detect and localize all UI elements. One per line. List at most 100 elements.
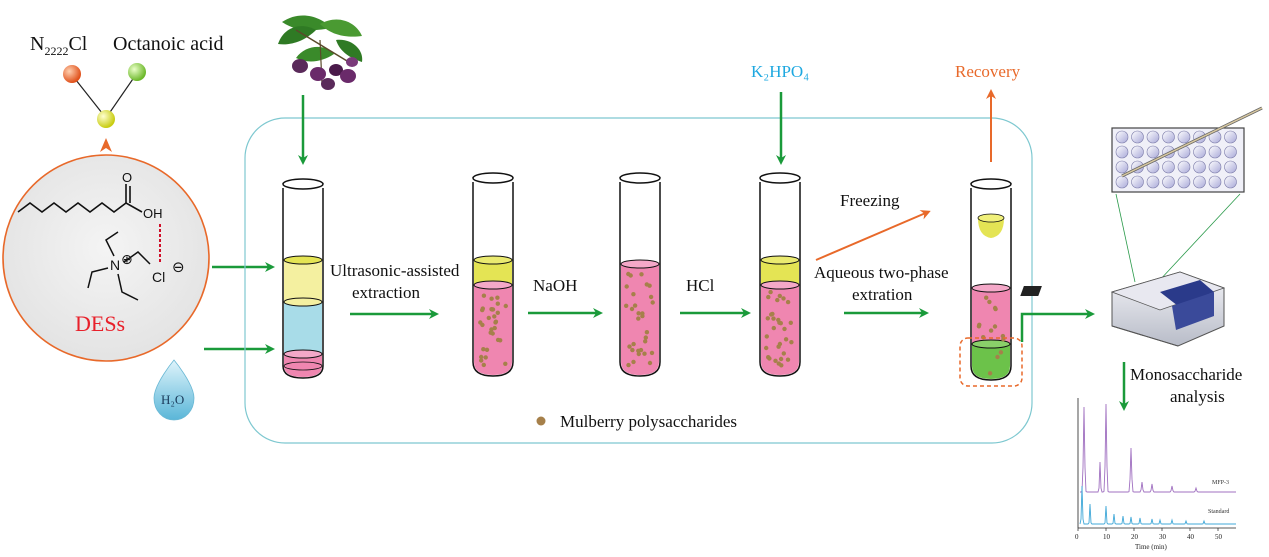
microplate-well xyxy=(1177,130,1191,144)
polysaccharide-dot xyxy=(627,344,632,349)
polysaccharide-dot xyxy=(636,316,641,321)
polysaccharide-dot xyxy=(764,334,769,339)
zoom-line-left xyxy=(1115,193,1136,283)
polysaccharide-dot xyxy=(644,330,650,335)
water-drop: H₂O xyxy=(153,359,195,421)
microplate-well xyxy=(1224,160,1237,174)
polysaccharide-dot xyxy=(647,360,653,366)
polysaccharide-dot xyxy=(624,284,629,289)
atps-label-1: Aqueous two-phase xyxy=(814,263,949,282)
standard-trace-label: Standard xyxy=(1208,509,1229,515)
polysaccharide-dot xyxy=(479,358,484,363)
monosaccharide-label-1: Monosaccharide xyxy=(1130,365,1242,384)
spectrophotometer xyxy=(1020,271,1226,347)
polysaccharide-dot xyxy=(488,330,493,335)
x-tick-label: 0 xyxy=(1075,533,1079,541)
polysaccharide-dot xyxy=(624,303,629,308)
polysaccharide-dot xyxy=(785,299,791,305)
x-tick-label: 40 xyxy=(1187,533,1195,541)
chloride-ion: Cl xyxy=(152,269,165,285)
microplate-well xyxy=(1193,175,1206,189)
recovery-label: Recovery xyxy=(955,62,1021,81)
polysaccharide-dot xyxy=(987,299,992,305)
polysaccharide-dot xyxy=(490,307,495,312)
n2222cl-label: N2222Cl xyxy=(30,33,88,58)
polysaccharide-dot xyxy=(638,347,644,353)
polysaccharide-dot xyxy=(642,351,647,356)
des-structure-circle: O OH N ⊕ Cl ⊖ DESs xyxy=(2,154,210,362)
polysaccharide-legend-dot xyxy=(536,416,546,426)
microplate-well xyxy=(1115,145,1129,159)
microplate-well xyxy=(1193,145,1206,159)
polysaccharide-dot xyxy=(492,314,497,319)
k2hpo4-label: K₂HPO₄ xyxy=(751,62,809,81)
polysaccharide-dot xyxy=(987,371,993,376)
polysaccharide-dot xyxy=(643,335,648,340)
microplate-well xyxy=(1115,130,1129,144)
microplate-well xyxy=(1162,160,1175,174)
polysaccharide-dot xyxy=(984,295,989,300)
svg-text:O: O xyxy=(122,170,132,185)
tube-3-naoh xyxy=(619,172,661,377)
polysaccharide-dot xyxy=(495,337,501,343)
zoom-line-right xyxy=(1157,193,1241,283)
microplate-well xyxy=(1131,130,1144,144)
polysaccharide-dot xyxy=(492,325,497,331)
process-panel xyxy=(244,117,1033,444)
polysaccharide-dot xyxy=(783,337,789,342)
polysaccharide-dot xyxy=(503,361,508,366)
polysaccharide-dot xyxy=(764,345,769,351)
microplate-well xyxy=(1177,160,1191,174)
polysaccharide-dot xyxy=(648,294,654,300)
polysaccharide-dot xyxy=(993,306,998,312)
polysaccharide-dot xyxy=(495,310,500,315)
polysaccharide-dot xyxy=(771,325,776,331)
polysaccharide-dot xyxy=(777,341,783,347)
n-atom: N xyxy=(110,257,120,273)
microplate-well xyxy=(1146,175,1160,189)
tube-2-extract xyxy=(472,172,514,377)
orange-up-arrow xyxy=(100,138,112,152)
hcl-label: HCl xyxy=(686,276,715,295)
oh-label: OH xyxy=(143,206,163,221)
tube-1-des-water xyxy=(282,178,324,379)
polysaccharide-dot xyxy=(643,339,648,344)
microplate-well xyxy=(1208,145,1222,159)
microplate-well xyxy=(1177,175,1191,189)
tube-4-hcl xyxy=(759,172,801,377)
standard-trace xyxy=(1079,485,1236,525)
reagent-labels: N2222Cl Octanoic acid xyxy=(30,33,224,58)
ultrasonic-label-2: extraction xyxy=(352,283,420,302)
microplate-well xyxy=(1224,145,1237,159)
n2222cl-ball xyxy=(63,65,81,83)
water-label: H₂O xyxy=(161,392,184,407)
microplate-well xyxy=(1131,145,1144,159)
microplate-well xyxy=(1131,175,1144,189)
x-tick-label: 30 xyxy=(1159,533,1167,541)
polysaccharide-dot xyxy=(629,306,635,312)
polysaccharide-legend-label: Mulberry polysaccharides xyxy=(560,412,737,431)
des-ball xyxy=(97,110,115,128)
polysaccharide-dot xyxy=(503,303,508,309)
microplate-well xyxy=(1224,175,1237,189)
polysaccharide-dot xyxy=(782,326,787,332)
polysaccharide-dot xyxy=(640,313,645,319)
microplate-well xyxy=(1162,130,1175,144)
polysaccharide-dot xyxy=(767,356,772,361)
sample-trace-label: MFP-3 xyxy=(1212,480,1229,486)
polysaccharide-dot xyxy=(650,300,655,305)
freezing-arrow xyxy=(815,210,931,261)
microplate-well xyxy=(1224,130,1237,144)
polysaccharide-dot xyxy=(778,321,783,326)
svg-text:⊖: ⊖ xyxy=(172,259,185,276)
svg-text:⊕: ⊕ xyxy=(121,251,133,267)
microplate-well xyxy=(1146,145,1160,159)
polysaccharide-dot xyxy=(779,363,784,368)
polysaccharide-dot xyxy=(631,292,636,297)
microplate-well xyxy=(1115,175,1129,189)
polysaccharide-dot xyxy=(781,351,786,356)
chromatogram-x-label: Time (min) xyxy=(1135,543,1167,551)
octanoic-acid-ball xyxy=(128,63,146,81)
molecule-ball-model xyxy=(63,63,146,152)
